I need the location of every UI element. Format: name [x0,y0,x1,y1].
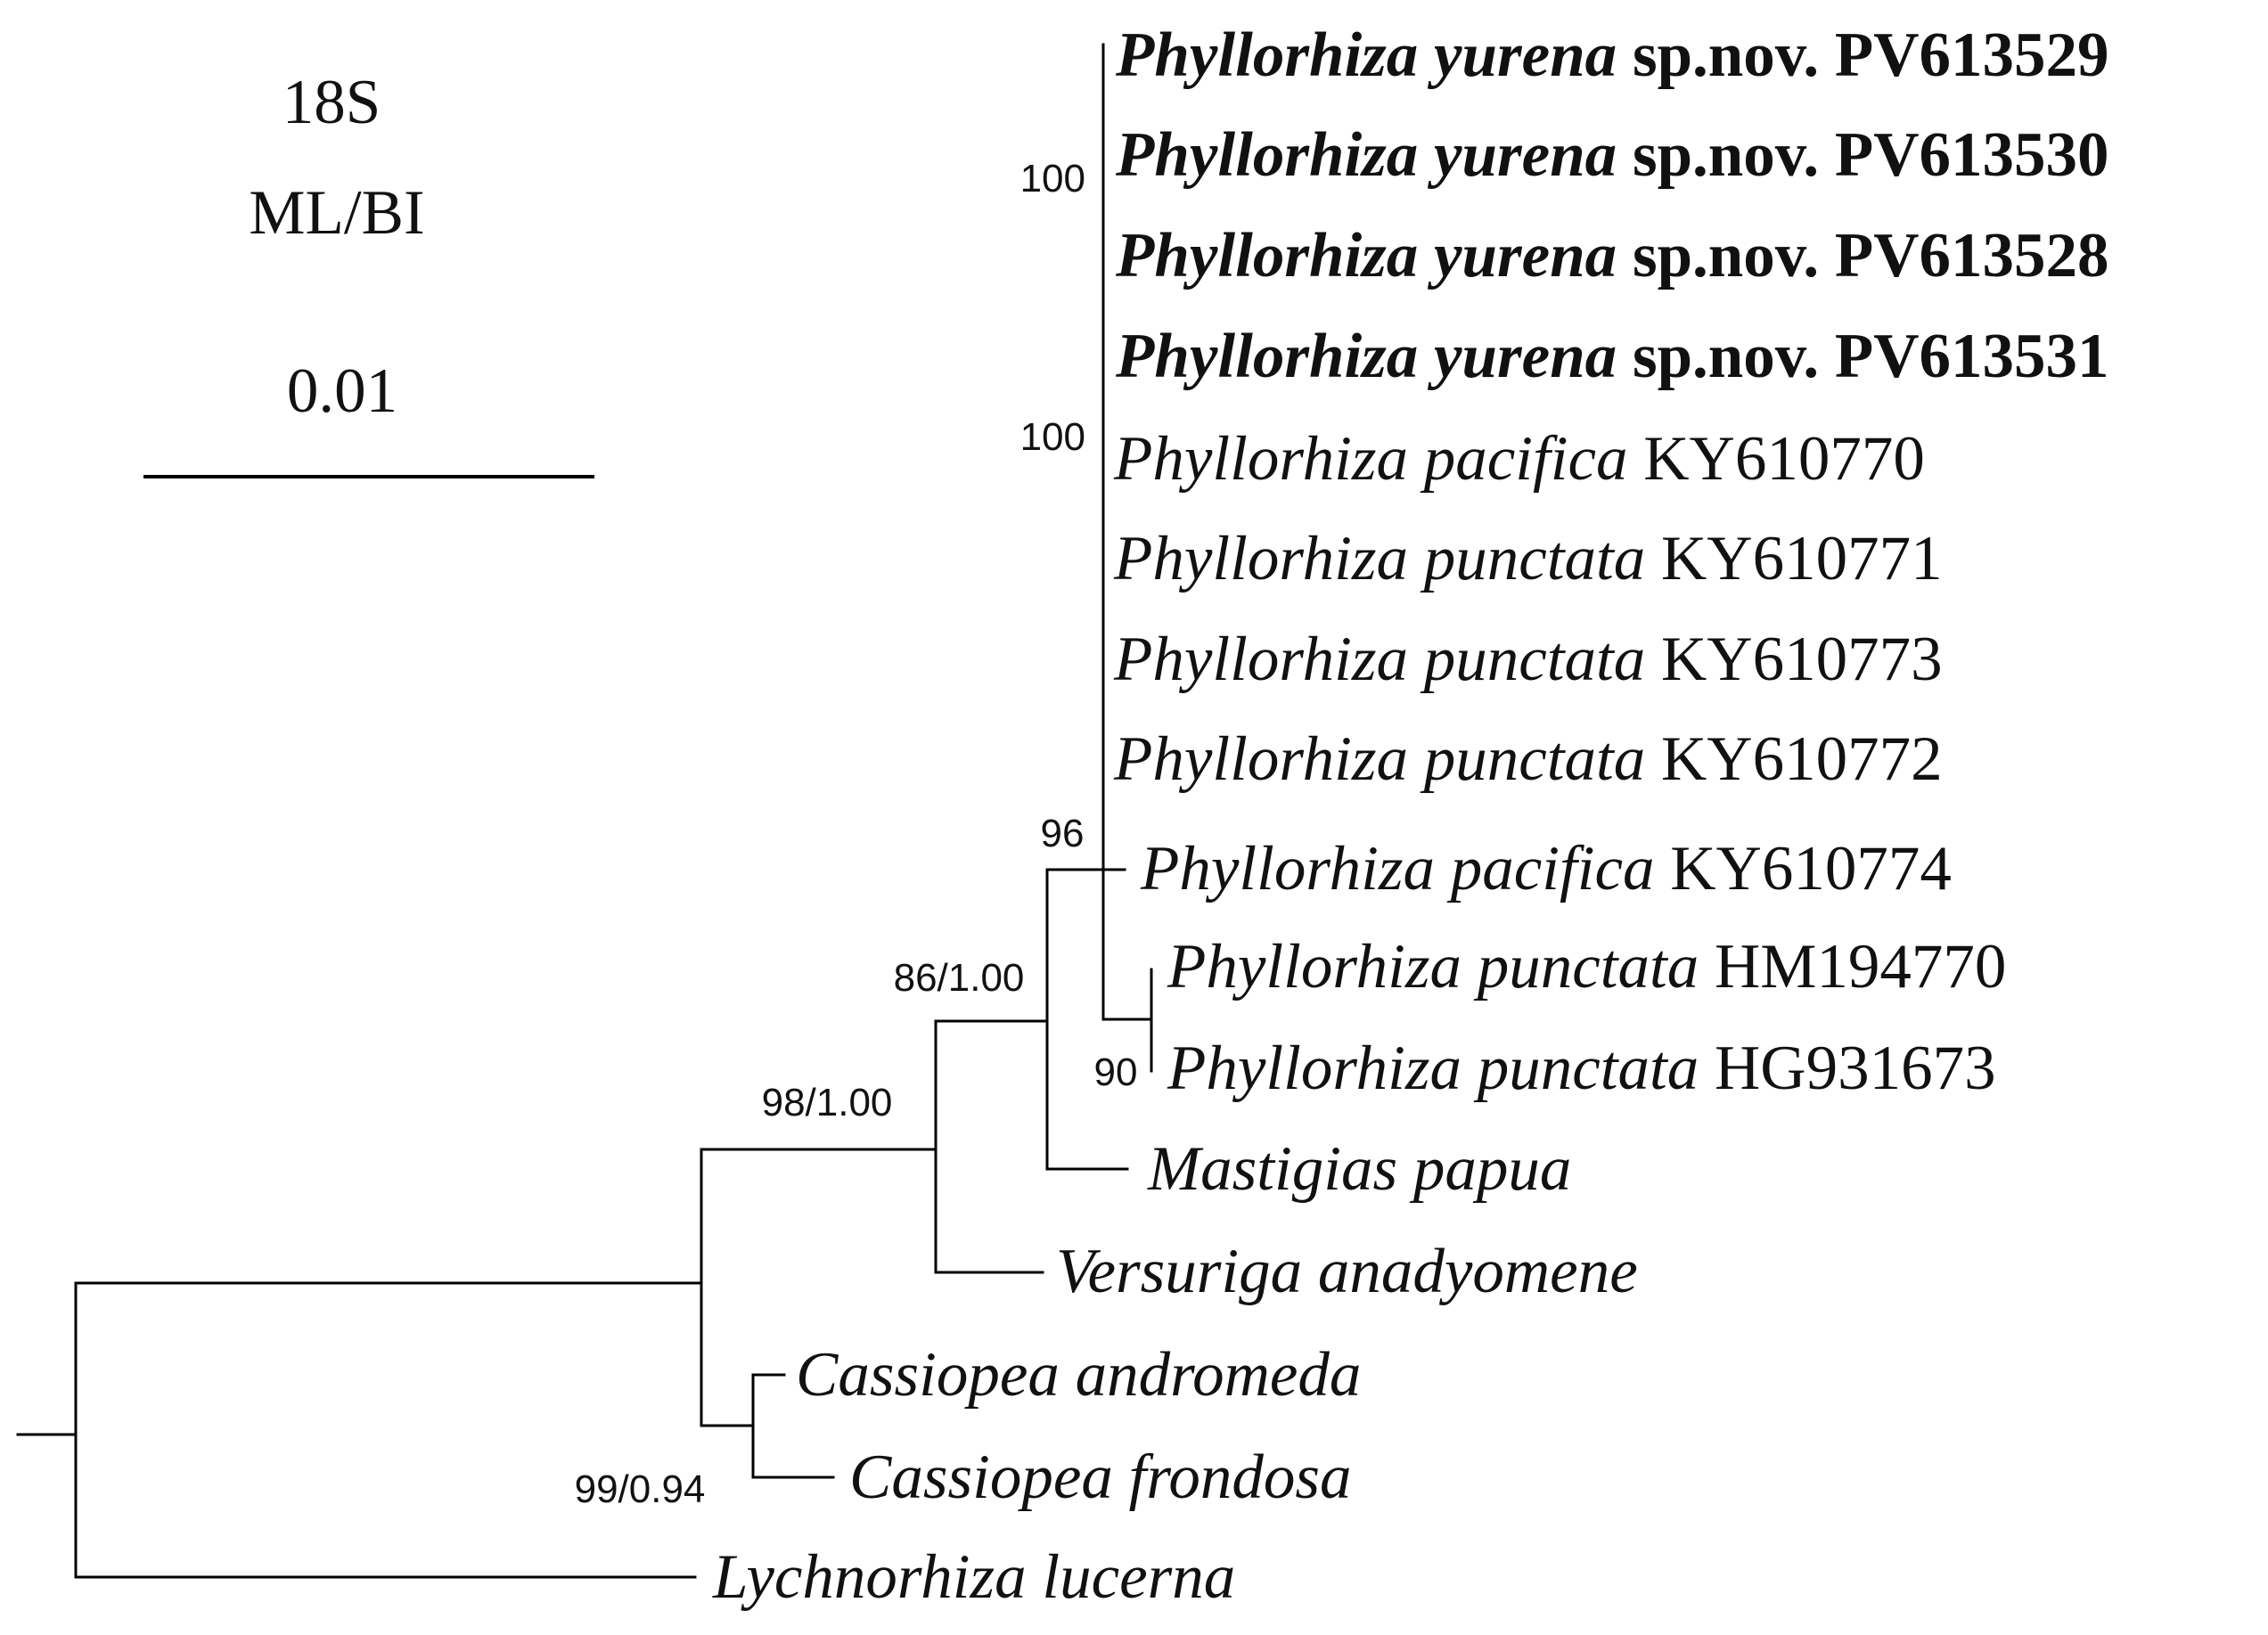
tree-branches [16,43,1153,1579]
support-values: 100 100 96 86/1.00 98/1.00 90 99/0.94 [575,157,1138,1511]
taxon-label: Cassiopea frondosa [849,1443,1351,1512]
taxon-label: Lychnorhiza lucerna [712,1542,1235,1612]
taxon-label: Phyllorhiza yurena sp.nov. PV613530 [1115,120,2109,190]
taxon-label: Phyllorhiza punctata HM194770 [1167,932,2006,1001]
support-value: 100 [1020,157,1085,200]
support-value: 90 [1094,1050,1138,1094]
method-label: ML/BI [249,178,424,248]
taxon-label: Phyllorhiza punctata KY610773 [1113,625,1943,694]
support-value: 86/1.00 [894,956,1025,1000]
support-value: 98/1.00 [762,1081,893,1124]
support-value: 99/0.94 [575,1467,706,1511]
tip-labels: Phyllorhiza yurena sp.nov. PV613529 Phyl… [712,20,2109,1612]
taxon-label: Phyllorhiza punctata HG931673 [1167,1034,1996,1103]
legend: 18S ML/BI 0.01 [143,68,594,478]
taxon-label: Phyllorhiza pacifica KY610774 [1140,834,1952,903]
taxon-label: Phyllorhiza punctata KY610772 [1113,724,1943,794]
support-value: 96 [1041,812,1085,855]
marker-label: 18S [282,68,381,137]
taxon-label: Phyllorhiza pacifica KY610770 [1113,424,1925,494]
taxon-label: Phyllorhiza yurena sp.nov. PV613528 [1115,221,2109,290]
taxon-label: Mastigias papua [1147,1134,1571,1204]
taxon-label: Phyllorhiza punctata KY610771 [1113,524,1943,593]
scale-bar-label: 0.01 [287,356,397,426]
taxon-label: Cassiopea andromeda [796,1340,1361,1410]
support-value: 100 [1020,415,1085,459]
taxon-label: Phyllorhiza yurena sp.nov. PV613531 [1115,322,2109,391]
taxon-label: Versuriga anadyomene [1056,1237,1638,1306]
taxon-label: Phyllorhiza yurena sp.nov. PV613529 [1115,20,2109,90]
